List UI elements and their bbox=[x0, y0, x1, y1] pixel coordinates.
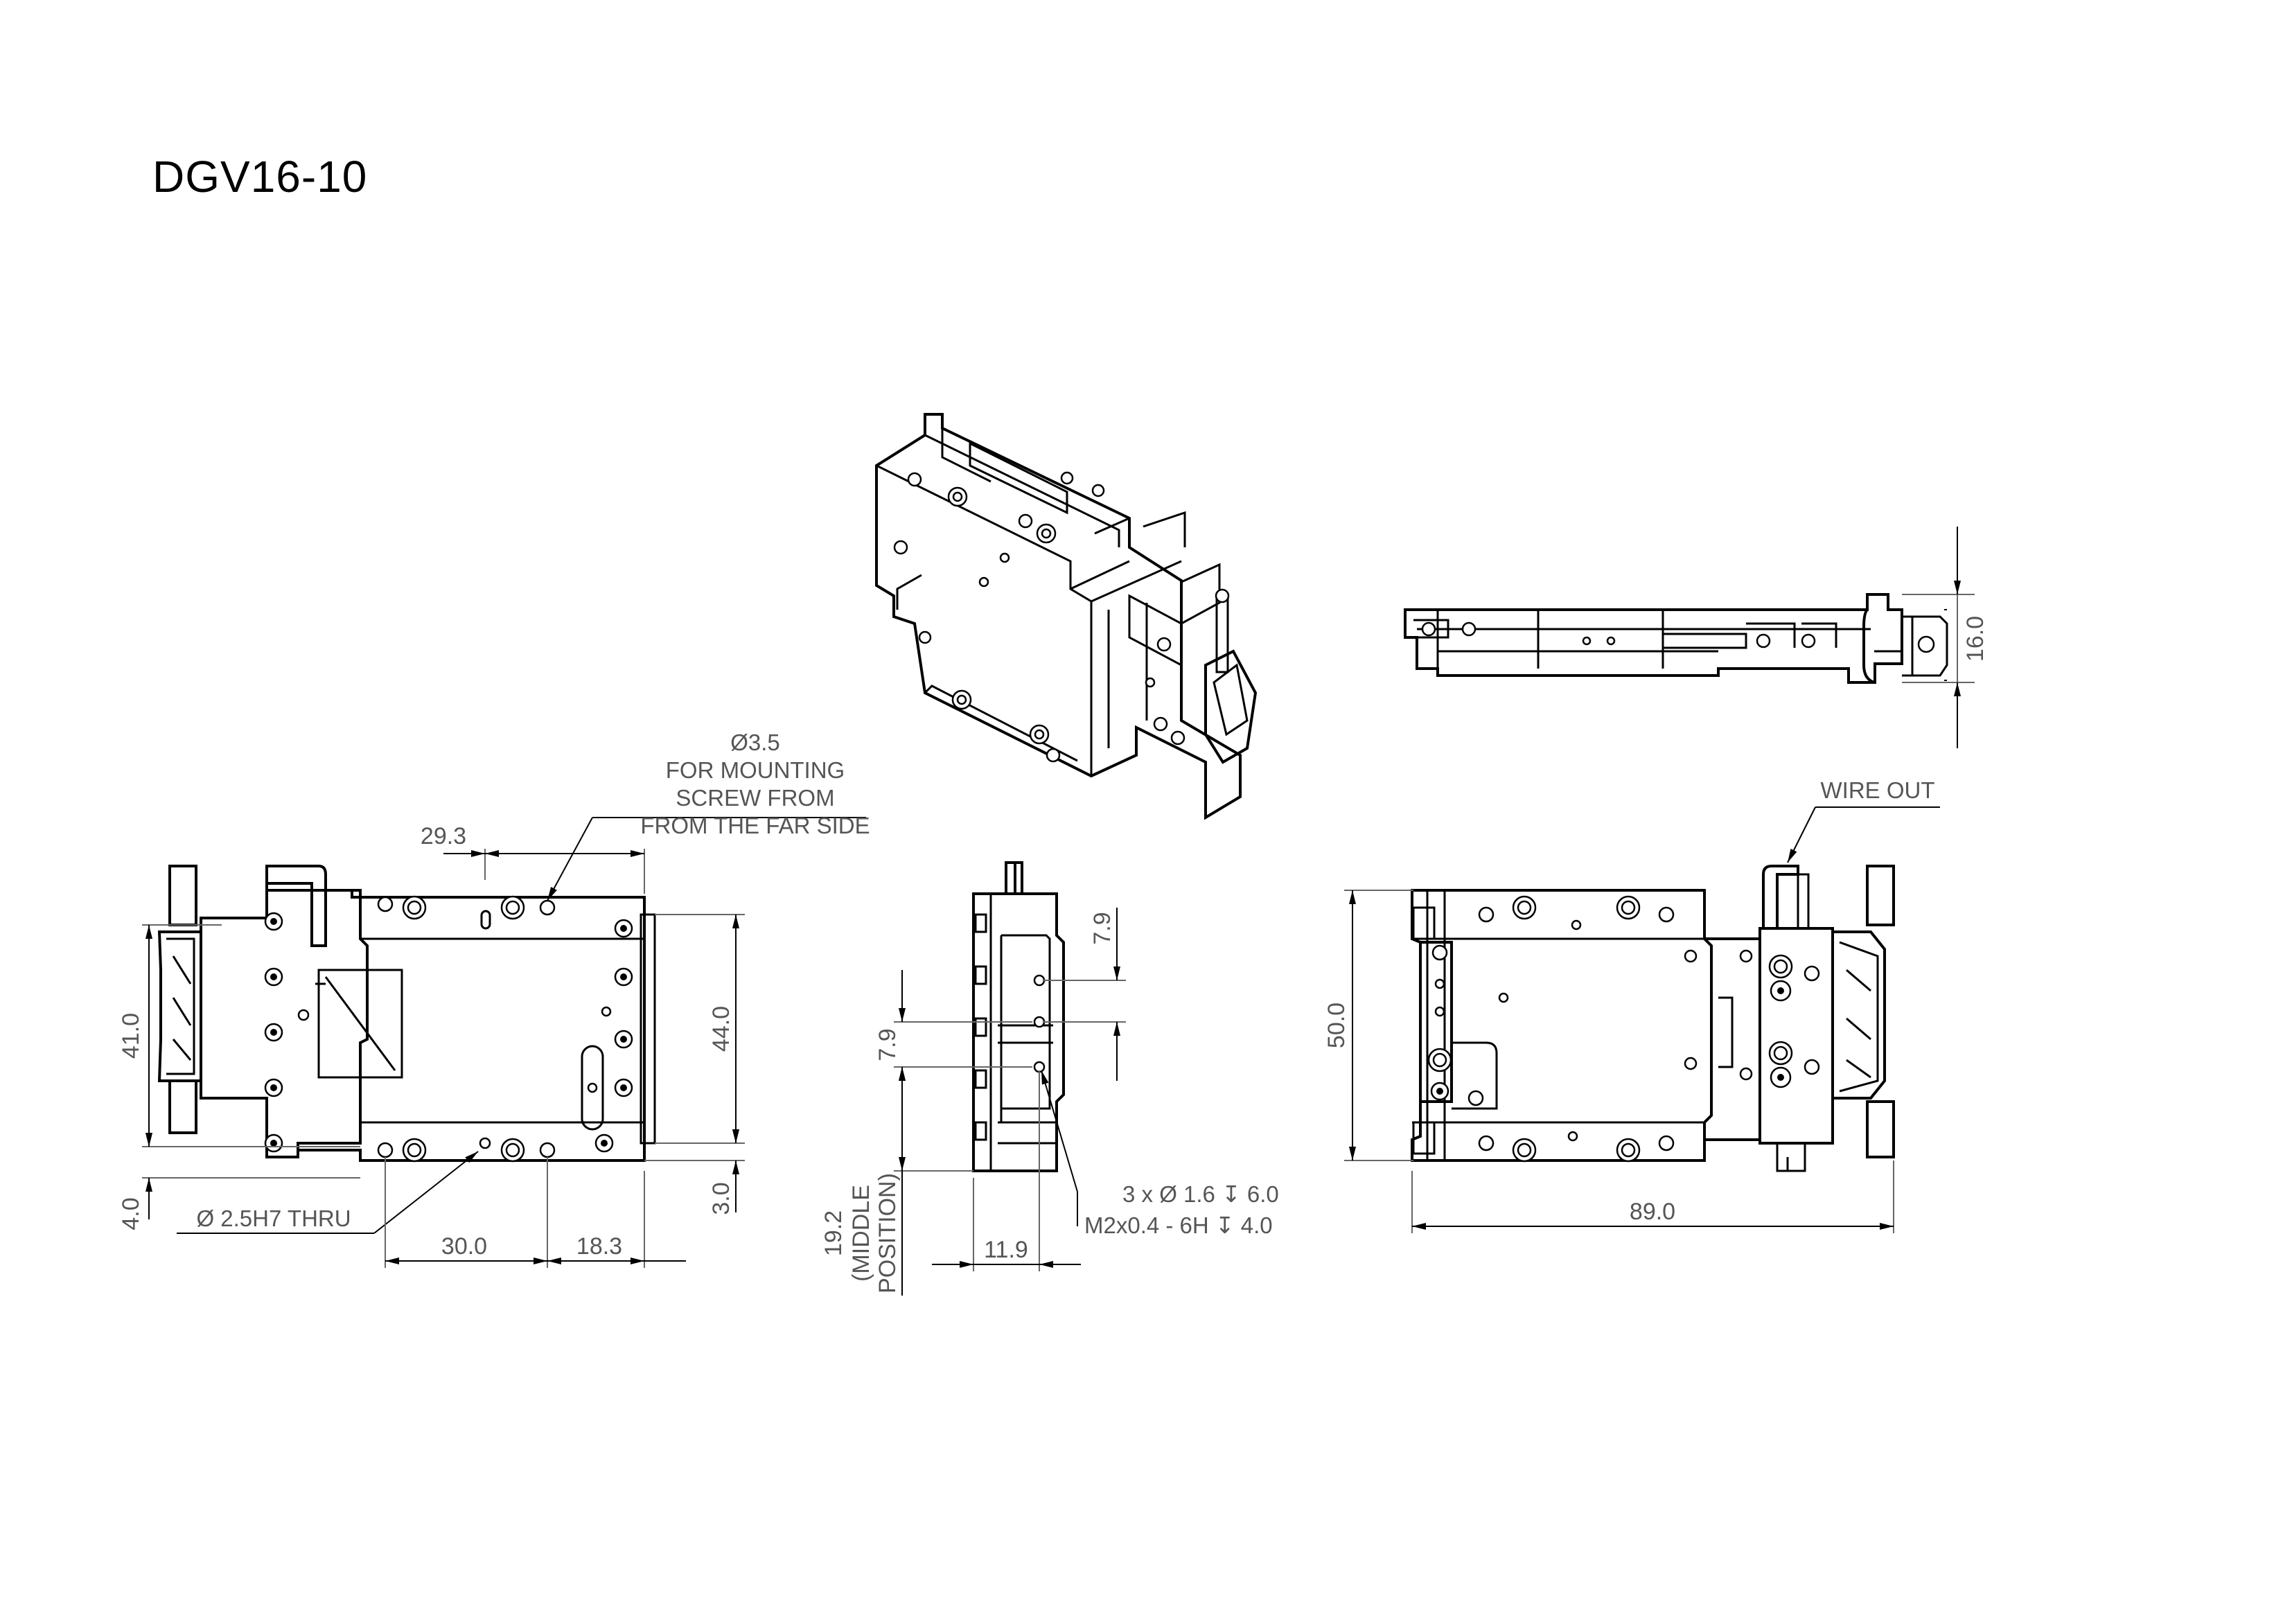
note-wire-out: WIRE OUT bbox=[1821, 777, 1935, 803]
dim-side-7-9-left: 7.9 bbox=[874, 1028, 901, 1061]
front-view: 29.3 41.0 4.0 44.0 3.0 bbox=[118, 730, 870, 1268]
dim-side-7-9-top: 7.9 bbox=[1089, 912, 1116, 944]
back-view: WIRE OUT 50.0 89.0 bbox=[1323, 777, 1940, 1233]
dim-30-0: 30.0 bbox=[441, 1233, 487, 1260]
dim-29-3: 29.3 bbox=[421, 823, 466, 849]
dim-back-50-0: 50.0 bbox=[1323, 1003, 1350, 1048]
note-mount-line-1: FOR MOUNTING bbox=[666, 757, 845, 783]
note-middle-position-line-2: POSITION) bbox=[874, 1173, 901, 1294]
dim-41-0: 41.0 bbox=[118, 1013, 144, 1059]
note-tapped-line-2: M2x0.4 - 6H ↧ 4.0 bbox=[1084, 1212, 1273, 1238]
note-mount-diameter: Ø3.5 bbox=[730, 730, 780, 755]
dim-back-89-0: 89.0 bbox=[1630, 1199, 1675, 1225]
drawing-title: DGV16-10 bbox=[152, 152, 368, 202]
note-mount-line-3: FROM THE FAR SIDE bbox=[640, 813, 870, 838]
note-mount-line-2: SCREW FROM bbox=[676, 785, 834, 811]
side-view: 7.9 7.9 19.2 (MIDDLE POSITION) 11.9 3 bbox=[820, 861, 1279, 1296]
note-pin-hole: Ø 2.5H7 THRU bbox=[196, 1206, 351, 1231]
note-middle-position-line-1: (MIDDLE bbox=[848, 1185, 874, 1282]
dim-44-0: 44.0 bbox=[708, 1006, 734, 1052]
note-tapped-line-1: 3 x Ø 1.6 ↧ 6.0 bbox=[1122, 1181, 1279, 1207]
isometric-view bbox=[875, 413, 1258, 820]
dim-18-3: 18.3 bbox=[576, 1233, 622, 1260]
dim-4-0: 4.0 bbox=[118, 1197, 144, 1230]
top-view: 16.0 bbox=[1404, 527, 1989, 748]
note-middle-position-value: 19.2 bbox=[820, 1210, 847, 1256]
dim-3-0: 3.0 bbox=[708, 1182, 734, 1215]
dim-side-11-9: 11.9 bbox=[984, 1237, 1028, 1263]
dim-top-width: 16.0 bbox=[1962, 616, 1989, 662]
